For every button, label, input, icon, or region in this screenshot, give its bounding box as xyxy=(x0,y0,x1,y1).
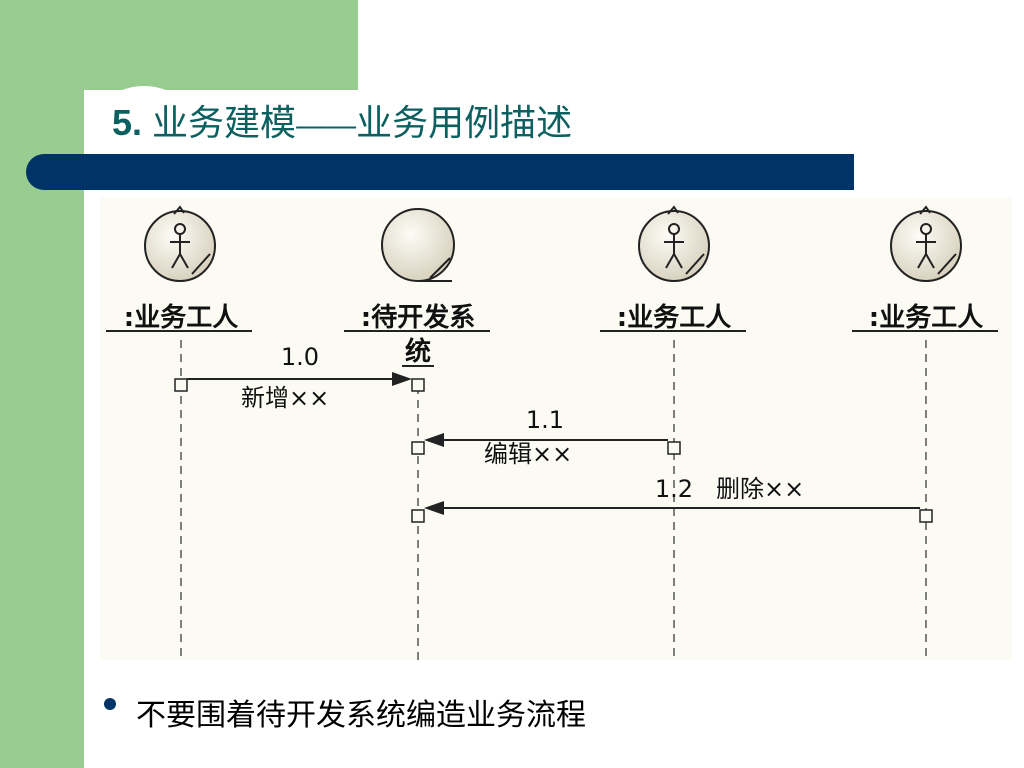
sequence-diagram: :业务工人 :待开发系 统 xyxy=(100,198,1012,660)
bullet-dot xyxy=(104,698,116,710)
message-label: 新增×× xyxy=(241,384,329,412)
top-green-band xyxy=(84,0,358,90)
lifeline-label: :业务工人 xyxy=(124,303,238,333)
message-label: 删除×× xyxy=(716,475,804,503)
title-dash: —— xyxy=(296,109,357,142)
title-main: 业务建模 xyxy=(152,102,297,143)
activation-box xyxy=(411,378,425,392)
message-label: 编辑×× xyxy=(484,440,572,468)
message-1-0: 1.0 新增×× xyxy=(174,343,425,412)
lifeline-label: :待开发系 xyxy=(361,302,475,333)
activation-box xyxy=(667,441,681,455)
lifeline-label: :业务工人 xyxy=(617,303,731,333)
message-number: 1.1 xyxy=(526,406,564,434)
message-1-2: 1.2 删除×× xyxy=(411,475,933,523)
lifeline-0: :业务工人 xyxy=(106,205,252,660)
lifeline-label: :业务工人 xyxy=(869,303,983,333)
lifeline-label-line2: 统 xyxy=(405,336,431,367)
top-corner-curve xyxy=(84,0,358,90)
title-rule-bar xyxy=(26,154,854,190)
business-entity-icon xyxy=(381,208,455,282)
activation-box xyxy=(411,509,425,523)
arrow-head-icon xyxy=(392,372,412,386)
title-number: 5. xyxy=(112,102,143,143)
activation-box xyxy=(174,378,188,392)
sequence-diagram-svg: :业务工人 :待开发系 统 xyxy=(106,205,998,660)
title-sub: 业务用例描述 xyxy=(356,102,573,143)
bullet-text: 不要围着待开发系统编造业务流程 xyxy=(136,698,586,733)
left-green-band xyxy=(0,0,84,768)
lifeline-3: :业务工人 xyxy=(852,205,998,660)
activation-box xyxy=(411,441,425,455)
arrow-head-icon xyxy=(424,501,444,515)
activation-box xyxy=(919,509,933,523)
slide-title: 5. 业务建模——业务用例描述 xyxy=(112,94,572,146)
arrow-head-icon xyxy=(424,433,444,447)
lifeline-1: :待开发系 统 xyxy=(344,208,490,660)
business-worker-icon xyxy=(638,205,710,282)
lifeline-2: :业务工人 xyxy=(600,205,746,660)
message-number: 1.0 xyxy=(281,343,319,371)
business-worker-icon xyxy=(890,205,962,282)
business-worker-icon xyxy=(144,205,216,282)
message-number: 1.2 xyxy=(655,475,693,503)
message-1-1: 1.1 编辑×× xyxy=(411,406,681,468)
